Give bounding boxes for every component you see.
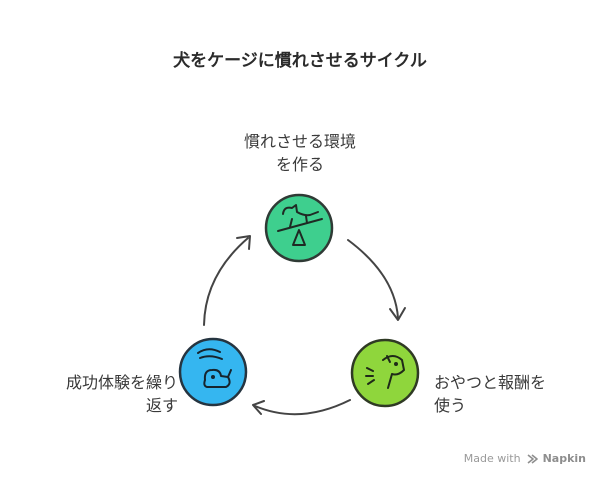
step-label-3-line2: 返す (145, 396, 178, 415)
made-with-napkin-badge[interactable]: Made with Napkin (464, 452, 586, 465)
dog-hand-icon (197, 348, 232, 388)
arrow-right-to-left-head (252, 400, 265, 415)
step-label-2: おやつと報酬を 使う (434, 371, 546, 417)
dog-treat-icon (365, 355, 405, 389)
step-node-2 (350, 338, 420, 408)
napkin-brand-text: Napkin (542, 452, 586, 465)
step-node-3 (178, 337, 248, 407)
step-label-2-line1: おやつと報酬を (434, 373, 547, 392)
arrow-left-to-top-head (236, 235, 251, 250)
step-label-3-line1: 成功体験を繰り (65, 373, 178, 392)
step-label-3: 成功体験を繰り 返す (8, 371, 178, 417)
step-label-1-line2: を作る (275, 155, 324, 174)
step-node-1 (264, 193, 334, 263)
made-with-text: Made with (463, 452, 521, 465)
step-label-1: 慣れさせる環境 を作る (200, 130, 400, 176)
arrow-top-to-right (347, 239, 399, 319)
dog-seesaw-icon (277, 204, 323, 246)
arrow-right-to-left (254, 399, 351, 416)
arrow-top-to-right-head (389, 307, 406, 321)
napkin-logo-icon (527, 453, 538, 464)
arrow-left-to-top (203, 237, 249, 326)
diagram-title: 犬をケージに慣れさせるサイクル (173, 51, 427, 71)
step-label-1-line1: 慣れさせる環境 (243, 132, 356, 151)
step-label-2-line2: 使う (434, 396, 467, 415)
